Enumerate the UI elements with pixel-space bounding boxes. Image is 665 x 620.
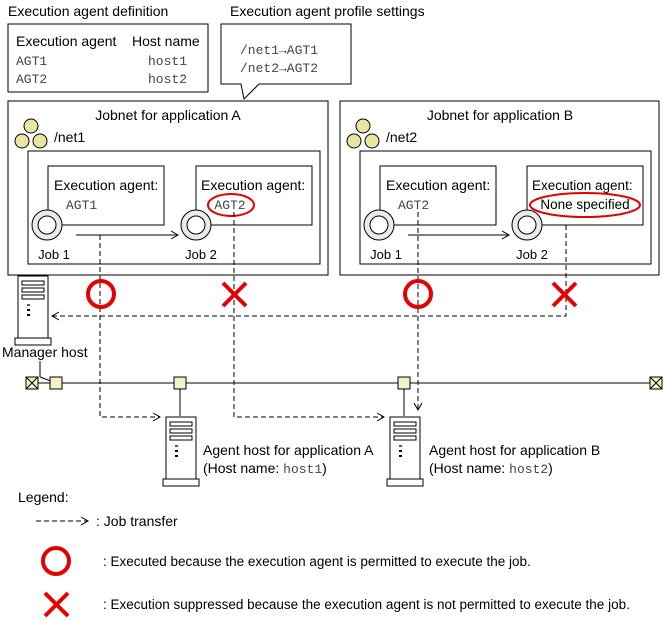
legend-executed-circle-icon: [41, 546, 71, 576]
jobnet-a-net-label: /net1: [54, 129, 85, 145]
jobnet-b-job2-label: Job 2: [516, 247, 548, 262]
jobnet-a-job2-agent-box: [195, 165, 313, 226]
jobnet-a-job1-agent: AGT1: [66, 198, 97, 213]
network-terminator-left: [25, 376, 39, 390]
jobnet-b-node-icon: [346, 118, 380, 149]
profile-settings-box: [220, 23, 352, 101]
legend-executed-label: : Executed because the execution agent i…: [103, 554, 531, 569]
job-b2-icon: [511, 209, 543, 241]
profile-settings-line1: /net1→AGT1: [240, 43, 318, 58]
manager-host-label: Manager host: [2, 344, 88, 360]
network-node-host-b: [397, 376, 411, 390]
jobnet-b-net-label: /net2: [386, 129, 417, 145]
agent-definition-row2-host: host2: [148, 72, 187, 87]
agent-definition-row1-agent: AGT1: [16, 54, 47, 69]
profile-settings-line2: /net2→AGT2: [240, 61, 318, 76]
job-a1-icon: [31, 209, 63, 241]
agent-definition-col-agent: Execution agent: [16, 33, 117, 49]
status-suppressed-b-job2: [551, 281, 578, 308]
jobnet-b-job1-label: Job 1: [370, 247, 402, 262]
jobnet-b-job2-agent-title: Execution agent:: [532, 178, 633, 193]
agent-host-b-hostname: (Host name: host2): [429, 460, 553, 477]
jobnet-a-job1-agent-title: Execution agent:: [54, 177, 158, 193]
jobnet-b-title: Jobnet for application B: [427, 107, 573, 123]
legend-suppressed-cross-icon: [43, 591, 70, 618]
job-a2-icon: [180, 209, 212, 241]
jobnet-b-frame: [339, 100, 660, 276]
jobnet-a-job2-agent-title: Execution agent:: [201, 177, 305, 193]
network-node-host-a: [173, 376, 187, 390]
legend-transfer-label: : Job transfer: [96, 513, 178, 529]
jobnet-b-job2-agent-highlight: [529, 192, 641, 218]
jobnet-a-title: Jobnet for application A: [95, 107, 241, 123]
legend-title: Legend:: [18, 489, 69, 505]
agent-definition-title: Execution agent definition: [8, 3, 168, 19]
network-node-manager: [49, 376, 63, 390]
agent-host-b-label: Agent host for application B: [429, 442, 600, 458]
agent-host-b-server-icon: [386, 416, 424, 487]
jobnet-a-node-icon: [14, 118, 48, 149]
agent-definition-row2-agent: AGT2: [16, 72, 47, 87]
jobnet-a-job1-agent-box: [47, 165, 165, 226]
transfer-a-job2-to-host2: [233, 212, 386, 422]
status-suppressed-a-job2: [221, 281, 248, 308]
status-executed-b-job1: [403, 279, 433, 309]
agent-host-a-server-icon: [162, 416, 200, 487]
legend-suppressed-label: : Execution suppressed because the execu…: [103, 597, 630, 612]
job-b1-icon: [363, 209, 395, 241]
transfer-b-job2-to-manager: [50, 225, 567, 321]
jobnet-a-job1-label: Job 1: [38, 247, 70, 262]
transfer-a-job1-to-host1: [99, 235, 162, 422]
agent-host-a-label: Agent host for application A: [203, 442, 374, 458]
jobnet-a-job2-agent: AGT2: [214, 198, 245, 213]
agent-definition-row1-host: host1: [148, 54, 187, 69]
agent-host-a-hostname: (Host name: host1): [203, 460, 327, 477]
agent-definition-col-host: Host name: [132, 33, 200, 49]
profile-settings-title: Execution agent profile settings: [230, 3, 425, 19]
jobnet-b-job1-agent-box: [379, 165, 497, 226]
status-executed-a-job1: [86, 279, 116, 309]
jobnet-a-frame: [7, 100, 329, 276]
jobnet-b-job1-agent: AGT2: [398, 198, 429, 213]
jobnet-a-job2-agent-highlight: [207, 193, 255, 217]
jobnet-b-job1-agent-title: Execution agent:: [386, 177, 490, 193]
jobnet-b-job2-agent: None specified: [540, 197, 629, 212]
manager-host-server-icon: [14, 275, 52, 346]
network-terminator-right: [649, 376, 663, 390]
agent-definition-box: [7, 23, 209, 93]
jobnet-a-job2-label: Job 2: [185, 247, 217, 262]
